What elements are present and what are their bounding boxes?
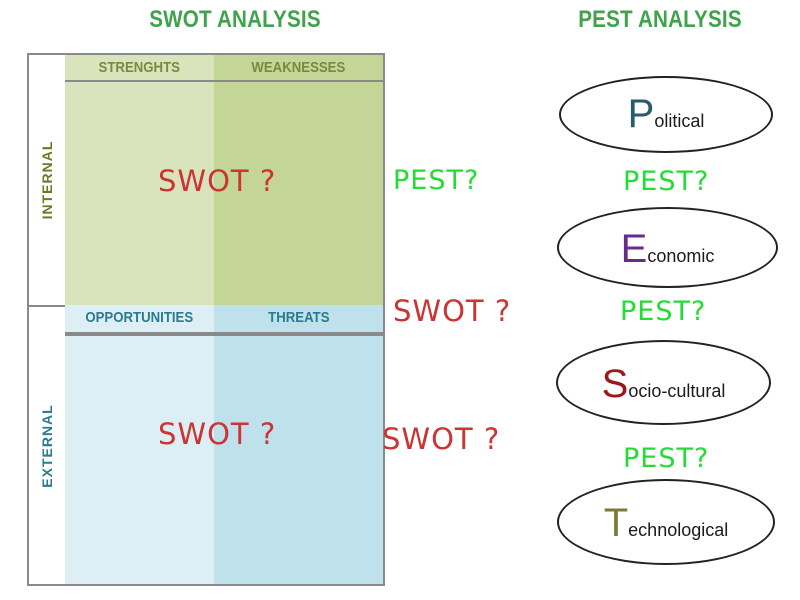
weaknesses-header: WEAKNESSES	[214, 53, 385, 82]
technological-label: Technological	[559, 501, 773, 546]
pest-title: PEST ANALYSIS	[578, 6, 742, 33]
external-label: EXTERNAL	[39, 403, 55, 488]
pest-ellipse-technological: Technological	[557, 479, 775, 565]
swot-title: SWOT ANALYSIS	[149, 6, 321, 33]
socio-cultural-label: Socio-cultural	[558, 362, 769, 407]
political-rest: olitical	[654, 111, 705, 131]
threats-quadrant	[214, 334, 385, 586]
threats-header: THREATS	[214, 305, 385, 334]
swot-question-4: SWOT ?	[382, 422, 501, 456]
political-initial: P	[627, 92, 655, 136]
strengths-header: STRENGHTS	[65, 53, 216, 82]
economic-label: Economic	[559, 227, 776, 272]
technological-rest: echnological	[628, 520, 729, 540]
internal-label: INTERNAL	[39, 140, 55, 220]
swot-question-1: SWOT ?	[158, 164, 277, 198]
opportunities-quadrant	[65, 334, 216, 586]
swot-question-2: SWOT ?	[158, 417, 277, 451]
pest-ellipse-political: Political	[559, 76, 773, 153]
economic-rest: conomic	[647, 246, 715, 266]
external-side: EXTERNAL	[27, 305, 67, 586]
political-label: Political	[561, 92, 771, 137]
socio-cultural-rest: ocio-cultural	[628, 381, 726, 401]
pest-ellipse-socio-cultural: Socio-cultural	[556, 340, 771, 425]
weaknesses-quadrant	[214, 82, 385, 307]
internal-side: INTERNAL	[27, 53, 67, 307]
technological-initial: T	[603, 501, 629, 545]
socio-cultural-initial: S	[601, 362, 629, 406]
pest-question-1: PEST?	[393, 165, 480, 196]
pest-question-2: PEST?	[623, 166, 710, 197]
pest-question-4: PEST?	[623, 443, 710, 474]
swot-question-3: SWOT ?	[393, 294, 512, 328]
opportunities-header: OPPORTUNITIES	[65, 305, 216, 334]
pest-question-3: PEST?	[620, 296, 707, 327]
economic-initial: E	[620, 227, 648, 271]
pest-ellipse-economic: Economic	[557, 207, 778, 288]
